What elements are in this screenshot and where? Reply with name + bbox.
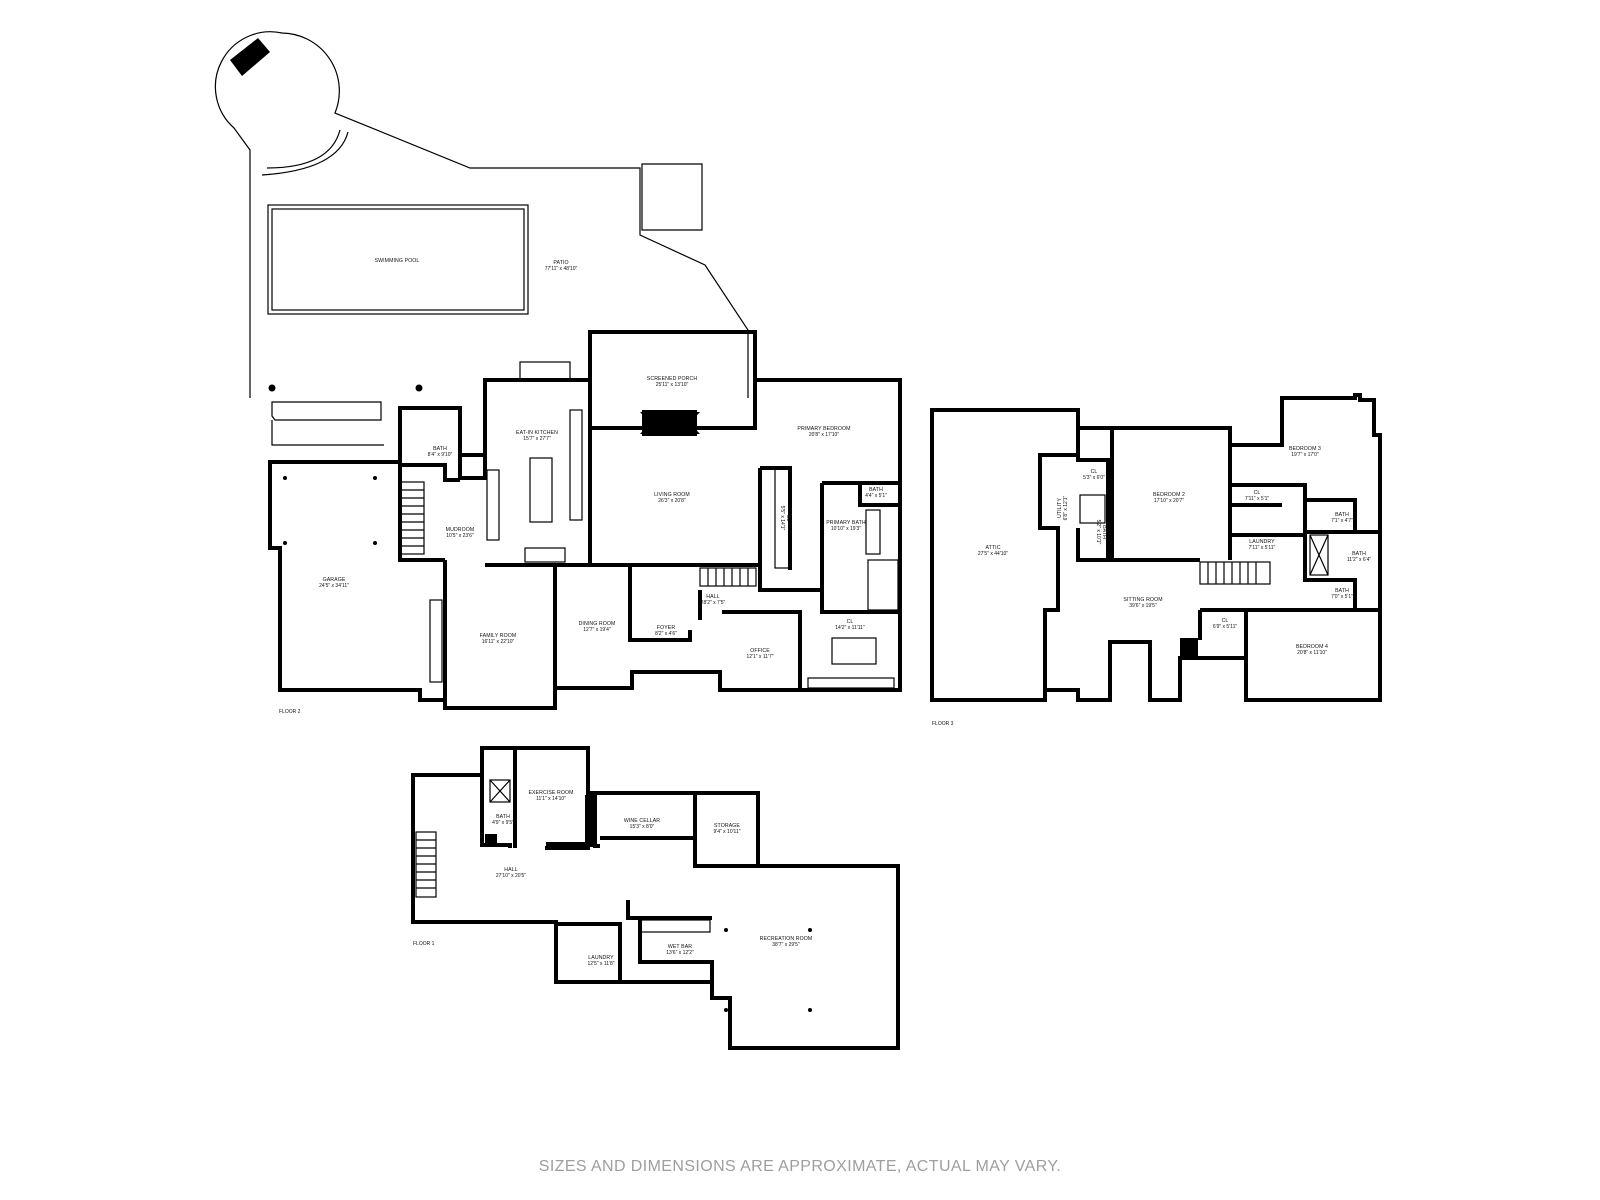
room-dimensions: 5'2" x 10'1" bbox=[1095, 520, 1101, 545]
room-dimensions: 15'3" x 8'0" bbox=[630, 824, 655, 830]
room-dimensions: 10'5" x 23'6" bbox=[446, 533, 474, 539]
chimney-icon bbox=[1180, 638, 1198, 656]
room-name: BEDROOM 4 bbox=[1296, 644, 1328, 650]
floor-3-plan bbox=[930, 393, 1382, 702]
room-name: SCREENED PORCH bbox=[647, 376, 698, 382]
room-name: PATIO bbox=[553, 260, 568, 266]
room-name: EAT-IN KITCHEN bbox=[516, 430, 558, 436]
room-dimensions: 13'6" x 12'2" bbox=[666, 950, 694, 956]
room-dimensions: 19'7" x 17'0" bbox=[1291, 452, 1319, 458]
room-dimensions: 11'1" x 14'10" bbox=[536, 796, 566, 802]
room-dimensions: 12'7" x 19'4" bbox=[583, 627, 611, 633]
room-name: SITTING ROOM bbox=[1123, 597, 1162, 603]
room-dimensions: 5'5" x 14'1" bbox=[779, 506, 785, 531]
room-dimensions: 4'4" x 5'1" bbox=[865, 493, 887, 499]
room-dimensions: 14'2" x 11'11" bbox=[835, 625, 865, 631]
room-dimensions: 7'1" x 4'7" bbox=[1331, 518, 1353, 524]
floor-2-labels: FLOOR 2 SWIMMING POOL PATIO 77'11" x 48'… bbox=[279, 258, 887, 715]
room-dimensions: 7'0" x 5'1" bbox=[1331, 594, 1353, 600]
hot-tub-icon bbox=[230, 38, 270, 76]
room-name: PRIMARY BEDROOM bbox=[797, 426, 850, 432]
room-dimensions: 28'2" x 7'5" bbox=[701, 600, 726, 606]
room-dimensions: 16'11" x 22'10" bbox=[482, 639, 515, 645]
room-name: CL bbox=[1254, 490, 1261, 496]
room-name: CL bbox=[1091, 469, 1098, 475]
room-name: BATH bbox=[1101, 525, 1107, 539]
room-dimensions: 6'9" x 5'11" bbox=[1213, 624, 1237, 630]
room-dimensions: 27'10" x 20'5" bbox=[496, 873, 526, 879]
room-dimensions: 38'7" x 29'5" bbox=[772, 942, 800, 948]
room-dimensions: 39'6" x 19'5" bbox=[1129, 603, 1157, 609]
room-name: STORAGE bbox=[714, 823, 740, 829]
room-name: BATH bbox=[1335, 588, 1349, 594]
room-dimensions: 17'10" x 20'7" bbox=[1154, 498, 1184, 504]
room-dimensions: 77'11" x 48'10" bbox=[545, 266, 578, 272]
room-name: CL bbox=[1222, 618, 1229, 624]
room-name: BATH bbox=[1352, 551, 1366, 557]
room-name: WET BAR bbox=[668, 944, 692, 950]
room-dimensions: 26'3" x 20'8" bbox=[658, 498, 686, 504]
room-name: BATH bbox=[433, 446, 447, 452]
room-dimensions: 7'11" x 5'11" bbox=[1249, 545, 1276, 551]
room-name: BATH bbox=[869, 487, 883, 493]
room-name: RECREATION ROOM bbox=[760, 936, 813, 942]
room-dimensions: 4'9" x 9'5" bbox=[492, 820, 514, 826]
room-dimensions: 8'2" x 4'6" bbox=[655, 631, 677, 637]
floor-2-plan bbox=[214, 31, 902, 710]
room-name: DINING ROOM bbox=[579, 621, 616, 627]
room-name: FAMILY ROOM bbox=[480, 633, 517, 639]
room-name: LAUNDRY bbox=[588, 955, 614, 961]
room-dimensions: 12'5" x 11'8" bbox=[587, 961, 614, 967]
disclaimer-text: SIZES AND DIMENSIONS ARE APPROXIMATE, AC… bbox=[538, 1158, 1062, 1175]
floor-1-plan bbox=[411, 746, 900, 1050]
room-dimensions: 9'4" x 10'11" bbox=[713, 829, 740, 835]
room-name: MUDROOM bbox=[446, 527, 475, 533]
room-name: BEDROOM 2 bbox=[1153, 492, 1185, 498]
room-name: WINE CELLAR bbox=[624, 818, 660, 824]
room-name: UTILITY bbox=[1057, 498, 1063, 518]
room-name: ATTIC bbox=[985, 545, 1000, 551]
floor-label: FLOOR 3 bbox=[932, 721, 954, 727]
room-dimensions: 12'1" x 11'7" bbox=[746, 654, 773, 660]
room-name: HALL bbox=[504, 867, 517, 873]
room-name: SWIMMING POOL bbox=[375, 258, 420, 264]
room-dimensions: 11'2" x 6'4" bbox=[1347, 557, 1371, 563]
floor-1-labels: FLOOR 1 EXERCISE ROOM 11'1" x 14'10" BAT… bbox=[413, 790, 812, 967]
room-dimensions: 15'7" x 27'7" bbox=[523, 436, 551, 442]
room-dimensions: 20'8" x 17'10" bbox=[809, 432, 839, 438]
room-dimensions: 8'4" x 9'10" bbox=[428, 452, 453, 458]
room-name: CL bbox=[785, 515, 791, 522]
floor-3-labels: FLOOR 3 ATTIC 27'5" x 44'10" CL 5'3" x 6… bbox=[932, 446, 1371, 727]
room-name: LAUNDRY bbox=[1249, 539, 1275, 545]
room-name: FOYER bbox=[657, 625, 676, 631]
room-dimensions: 24'5" x 34'11" bbox=[319, 583, 349, 589]
room-name: PRIMARY BATH bbox=[826, 520, 866, 526]
floor-label: FLOOR 1 bbox=[413, 941, 435, 947]
room-name: BEDROOM 3 bbox=[1289, 446, 1321, 452]
room-name: LIVING ROOM bbox=[654, 492, 690, 498]
room-dimensions: 27'5" x 44'10" bbox=[978, 551, 1008, 557]
room-dimensions: 7'11" x 5'1" bbox=[1245, 496, 1269, 502]
room-dimensions: 25'11" x 13'10" bbox=[656, 382, 689, 388]
room-dimensions: 6'8" x 12'1" bbox=[1063, 495, 1069, 520]
room-name: GARAGE bbox=[323, 577, 346, 583]
room-name: HALL bbox=[706, 594, 719, 600]
room-dimensions: 20'8" x 11'10" bbox=[1297, 650, 1327, 656]
room-name: BATH bbox=[496, 814, 510, 820]
room-name: CL bbox=[847, 619, 854, 625]
room-name: OFFICE bbox=[750, 648, 770, 654]
room-dimensions: 5'3" x 6'0" bbox=[1083, 475, 1105, 481]
room-dimensions: 10'10" x 19'3" bbox=[831, 526, 861, 532]
floor-label: FLOOR 2 bbox=[279, 709, 301, 715]
room-name: BATH bbox=[1335, 512, 1349, 518]
room-name: EXERCISE ROOM bbox=[528, 790, 573, 796]
